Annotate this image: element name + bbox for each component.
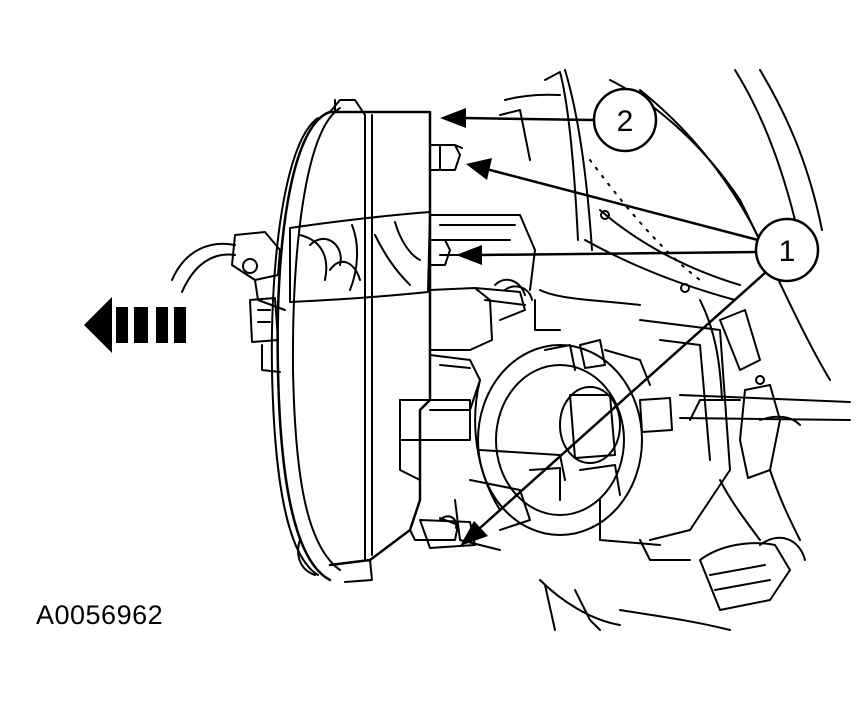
callout-1: 1	[754, 217, 820, 283]
callout-label-2: 2	[617, 105, 634, 138]
callout-2: 2	[592, 87, 658, 153]
connector-pin	[242, 258, 258, 274]
callout-label-1: 1	[779, 235, 796, 268]
callout-circle-1	[754, 217, 820, 283]
arrowhead-1b	[456, 245, 482, 265]
removal-direction-arrow-icon	[84, 297, 186, 353]
clock-spring-assembly	[171, 99, 463, 583]
figure-id-label: A0056962	[36, 600, 164, 630]
arrowhead-2	[440, 108, 466, 128]
arrowhead-1a	[466, 158, 492, 180]
steering-column-background	[499, 69, 851, 631]
screw-hole	[755, 375, 765, 385]
leader-line-1c	[478, 270, 768, 530]
arrowhead-1c	[460, 521, 488, 546]
leader-line-2	[460, 116, 596, 122]
leader-line-1a	[488, 168, 760, 242]
screw-hole	[600, 210, 610, 220]
leader-line-1b	[478, 250, 760, 257]
screw-hole	[680, 283, 690, 293]
callout-circle-2	[592, 87, 658, 153]
steering-shaft-housing	[474, 319, 731, 561]
callout-leaders	[440, 108, 768, 546]
wiring-connectors	[399, 214, 566, 551]
